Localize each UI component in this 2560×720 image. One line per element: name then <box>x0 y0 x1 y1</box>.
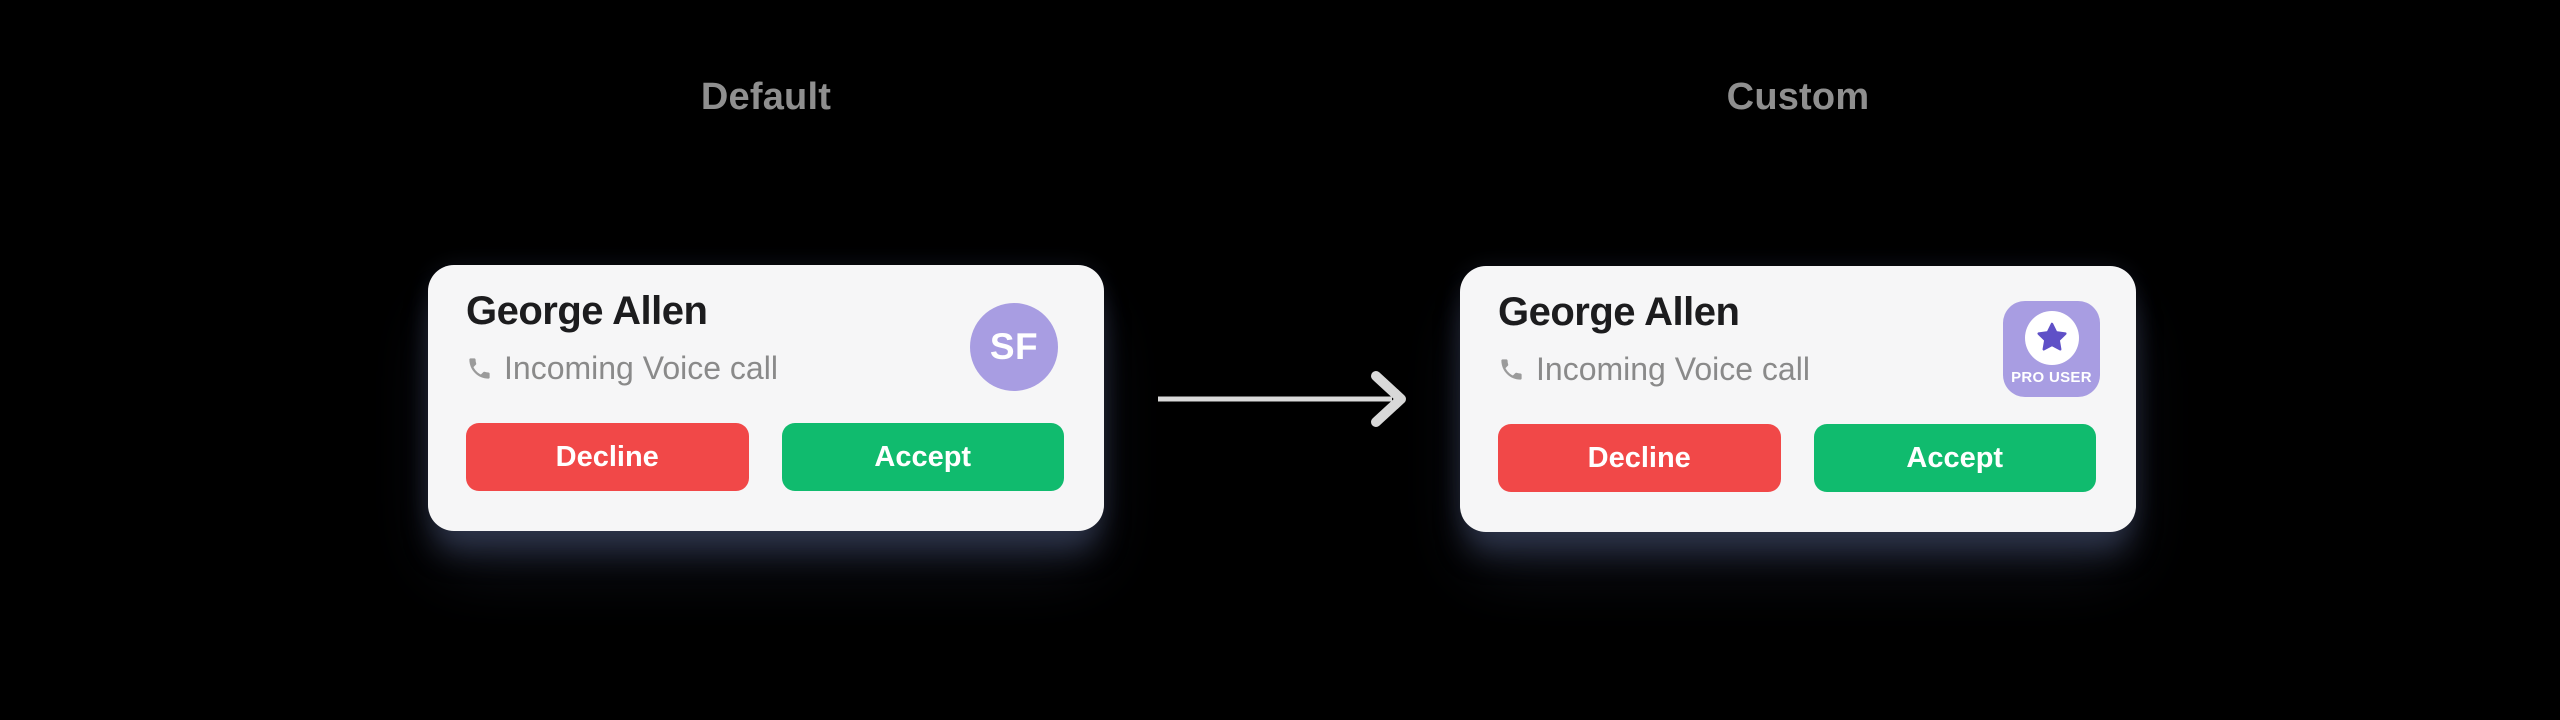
decline-button[interactable]: Decline <box>1498 424 1781 492</box>
pro-user-badge: PRO USER <box>2003 301 2100 397</box>
call-actions: Decline Accept <box>1498 424 2096 492</box>
decline-button[interactable]: Decline <box>466 423 749 491</box>
avatar: SF <box>970 303 1058 391</box>
call-subtitle-label: Incoming Voice call <box>1536 350 1810 387</box>
section-title-default: Default <box>700 76 832 118</box>
incoming-call-card-custom: George Allen Incoming Voice call PRO USE… <box>1460 266 2136 532</box>
pro-user-label: PRO USER <box>2011 369 2092 386</box>
star-icon <box>2024 311 2079 365</box>
call-subtitle-row: Incoming Voice call <box>1498 348 1810 390</box>
incoming-call-card-default: George Allen Incoming Voice call SF Decl… <box>428 265 1104 531</box>
phone-icon <box>1498 356 1525 383</box>
arrow-right-icon <box>1150 369 1410 429</box>
call-actions: Decline Accept <box>466 423 1064 491</box>
call-subtitle-row: Incoming Voice call <box>466 347 778 389</box>
caller-name: George Allen <box>466 289 708 333</box>
caller-name: George Allen <box>1498 290 1740 334</box>
accept-button[interactable]: Accept <box>781 423 1064 491</box>
accept-button[interactable]: Accept <box>1813 424 2096 492</box>
phone-icon <box>466 355 493 382</box>
avatar-initials: SF <box>989 326 1039 367</box>
call-subtitle-label: Incoming Voice call <box>504 349 778 386</box>
section-title-custom: Custom <box>1726 76 1870 118</box>
